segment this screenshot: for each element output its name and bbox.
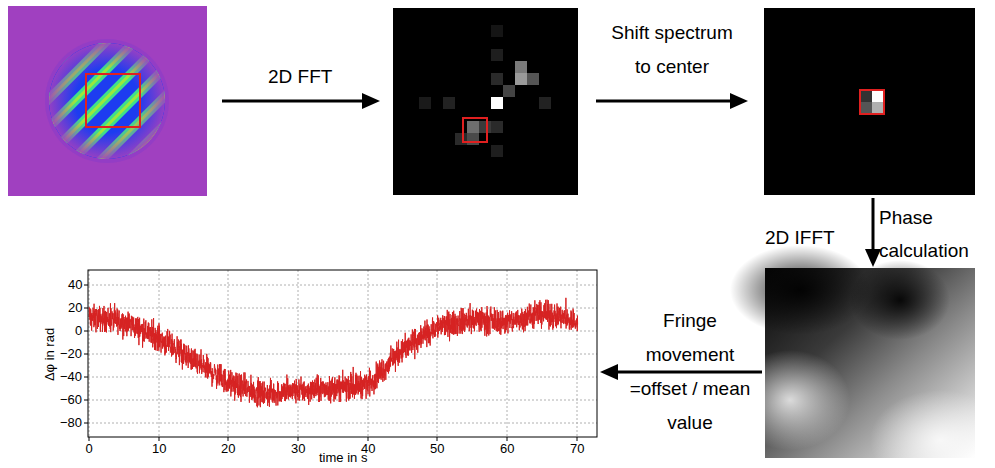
tick-label: −60 [60, 393, 82, 408]
tick-label: 60 [500, 442, 514, 457]
process-arrow [865, 198, 881, 267]
step-label: Shift spectrum to center [606, 16, 738, 84]
tick-label: −20 [60, 347, 82, 362]
tick-label: −40 [60, 370, 82, 385]
tick-label: 20 [221, 442, 235, 457]
time-series-chart [84, 270, 597, 441]
axis-title: time in s [319, 451, 367, 466]
tick-label: 20 [68, 301, 82, 316]
phase-image [730, 245, 995, 468]
axis-title: Δφ in rad [43, 327, 58, 380]
tick-label: −80 [60, 416, 82, 431]
tick-label: 30 [291, 442, 305, 457]
tick-label: 0 [86, 442, 93, 457]
spectrum-image [393, 8, 578, 195]
step-label: Fringe movement =offset / mean value [624, 304, 756, 440]
interferogram-image [8, 6, 207, 196]
tick-label: 50 [430, 442, 444, 457]
tick-label: 0 [75, 324, 82, 339]
shifted-spectrum-image [764, 8, 975, 195]
process-arrow [600, 364, 762, 380]
step-label: 2D FFT [268, 66, 332, 88]
process-arrow [596, 93, 748, 109]
step-label: 2D IFFT [765, 227, 835, 249]
tick-label: 70 [570, 442, 584, 457]
process-arrow [222, 93, 380, 109]
step-label: Phase calculation [879, 201, 991, 267]
signal-trace [89, 298, 578, 407]
tick-label: 10 [152, 442, 166, 457]
tick-label: 40 [68, 278, 82, 293]
